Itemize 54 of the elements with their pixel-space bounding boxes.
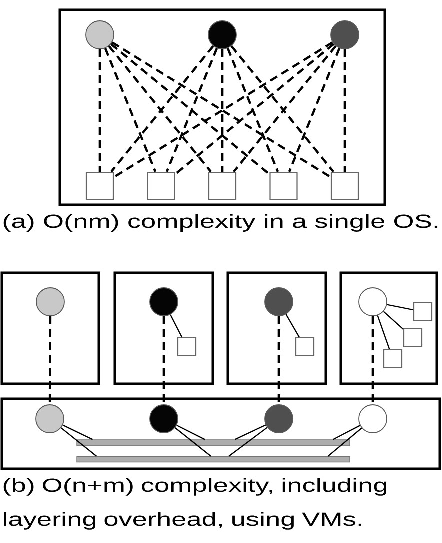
frame-box xyxy=(0,272,100,386)
square-node xyxy=(330,172,360,200)
square-node xyxy=(270,172,298,200)
square-node xyxy=(208,172,237,200)
bar xyxy=(76,440,350,446)
connector-line xyxy=(387,304,414,311)
square-node xyxy=(86,172,114,200)
connector-line xyxy=(228,427,268,457)
circle-node xyxy=(330,20,360,50)
dashed-line xyxy=(166,48,218,172)
connector-line xyxy=(328,428,362,457)
dashed-line xyxy=(344,49,346,172)
circle-node xyxy=(358,288,388,316)
frame-box xyxy=(226,272,328,386)
dashed-line xyxy=(162,316,166,405)
caption: (a) O(nm) complexity in a single OS. xyxy=(4,214,438,232)
square-node xyxy=(383,349,403,369)
circle-node xyxy=(86,20,114,50)
dashed-line xyxy=(288,48,341,172)
dashed-line xyxy=(226,48,280,172)
circle-node xyxy=(264,288,294,316)
circle-node xyxy=(36,288,65,316)
circle-node xyxy=(358,404,388,434)
square-node xyxy=(177,337,197,357)
connector-line xyxy=(286,314,300,338)
circle-node xyxy=(36,404,64,434)
circle-node xyxy=(150,288,178,316)
connector-line xyxy=(383,311,404,330)
connector-line xyxy=(333,425,360,440)
square-node xyxy=(147,172,176,200)
square-node xyxy=(403,328,423,348)
dashed-line xyxy=(372,316,374,405)
caption: (b) O(n+m) complexity, including layering overhead, using VMs. xyxy=(4,478,387,530)
dashed-line xyxy=(221,49,224,172)
circle-node xyxy=(150,404,178,434)
dashed-line xyxy=(110,43,270,176)
connector-line xyxy=(377,315,390,350)
dashed-line xyxy=(174,43,335,176)
frame-box xyxy=(114,272,214,386)
bar xyxy=(76,456,350,463)
square-node xyxy=(295,337,315,357)
connector-line xyxy=(62,424,94,440)
square-node xyxy=(413,302,433,322)
dashed-line xyxy=(104,48,157,172)
circle-node xyxy=(264,404,294,434)
dashed-line xyxy=(48,316,52,405)
connector-line xyxy=(60,428,97,457)
connector-line xyxy=(174,428,212,457)
connector-line xyxy=(176,424,206,440)
connector-line xyxy=(170,314,183,338)
dashed-line xyxy=(98,49,102,172)
dashed-line xyxy=(278,316,280,405)
circle-node xyxy=(208,20,237,50)
connector-line xyxy=(234,424,266,440)
